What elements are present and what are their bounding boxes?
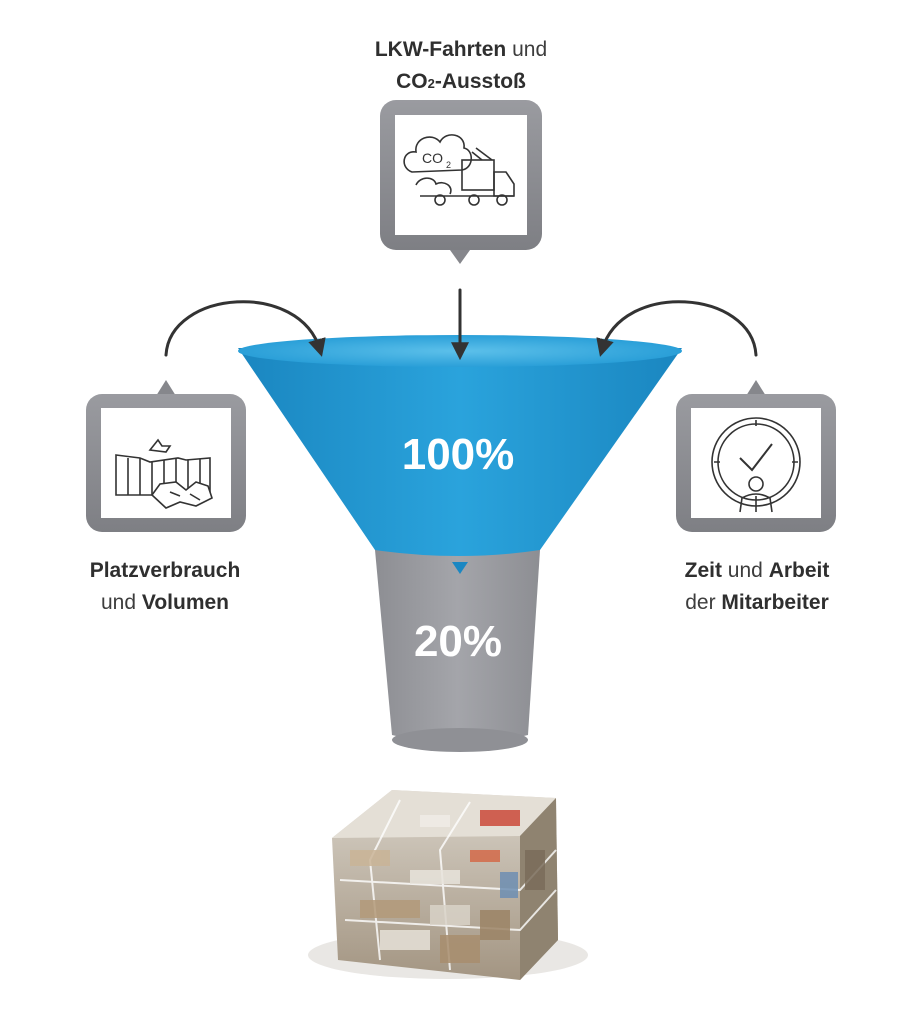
funnel-bottom-percent: 20% bbox=[413, 617, 503, 666]
arrows bbox=[164, 288, 758, 361]
label-right-arbeit: Arbeit bbox=[768, 559, 830, 582]
label-right-der: der bbox=[685, 591, 722, 614]
label-top-subscript: 2 bbox=[427, 76, 435, 91]
label-left-line2-bold: Volumen bbox=[141, 591, 229, 614]
svg-text:2: 2 bbox=[446, 160, 451, 170]
svg-text:CO: CO bbox=[422, 150, 443, 166]
funnel-bottom-section bbox=[375, 550, 540, 752]
card-right bbox=[676, 380, 836, 532]
label-right-mitarbeiter: Mitarbeiter bbox=[721, 591, 829, 614]
label-left-line2-normal: und bbox=[101, 591, 142, 614]
clock-worker-icon bbox=[711, 417, 801, 513]
funnel-top-percent: 100% bbox=[401, 430, 515, 479]
label-top-ausstoss: -Ausstoß bbox=[434, 70, 526, 93]
containers-waste-icon bbox=[115, 438, 213, 509]
arrow-left-curve bbox=[164, 300, 326, 357]
label-top-line1-rest: und bbox=[506, 38, 548, 61]
card-left bbox=[86, 380, 246, 532]
label-space-volume: Platzverbrauch und Volumen bbox=[40, 555, 290, 619]
label-right-zeit: Zeit bbox=[684, 559, 722, 582]
compressed-bale-image bbox=[308, 790, 588, 980]
co2-truck-icon: CO 2 bbox=[403, 134, 515, 206]
label-time-work: Zeit und Arbeit der Mitarbeiter bbox=[632, 555, 882, 619]
card-top: CO 2 bbox=[380, 100, 542, 264]
label-left-line1: Platzverbrauch bbox=[89, 559, 241, 582]
label-truck-co2: LKW-Fahrten und CO2-Ausstoß bbox=[311, 34, 611, 100]
label-top-line1-bold: LKW-Fahrten bbox=[374, 38, 507, 61]
arrow-right-curve bbox=[596, 300, 758, 357]
label-top-co: CO bbox=[396, 70, 428, 93]
label-right-und: und bbox=[721, 559, 769, 582]
